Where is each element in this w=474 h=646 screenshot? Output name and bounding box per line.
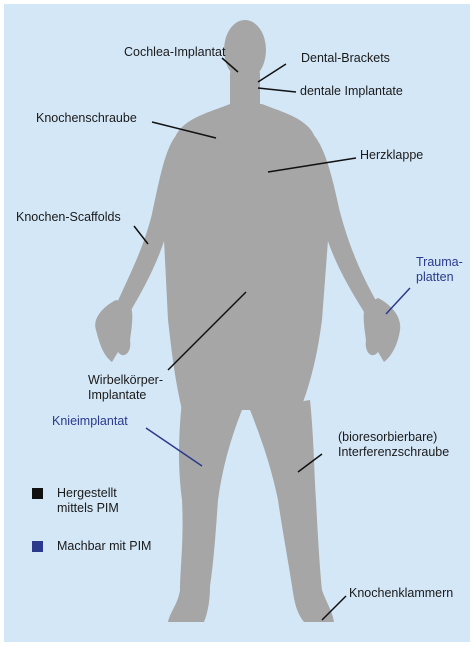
label-trauma-plates: Trauma- platten	[416, 255, 463, 285]
label-bone-screw: Knochenschraube	[36, 111, 137, 126]
leader-dental-implants	[258, 88, 296, 92]
legend-swatch-blue	[32, 541, 43, 552]
legend-item-feasible-with-pim: Machbar mit PIM	[32, 539, 151, 554]
label-dental-implants: dentale Implantate	[300, 84, 403, 99]
label-bone-scaffolds: Knochen-Scaffolds	[16, 210, 121, 225]
label-heart-valve: Herzklappe	[360, 148, 423, 163]
label-interference-screw: (bioresorbierbare) Interferenzschraube	[338, 430, 449, 460]
label-cochlea-implant: Cochlea-Implantat	[124, 45, 225, 60]
right-hand	[364, 298, 401, 362]
torso	[164, 104, 328, 410]
legend-swatch-black	[32, 488, 43, 499]
left-leg	[168, 400, 242, 622]
leader-trauma-plates	[386, 288, 410, 314]
label-bone-staples: Knochenklammern	[349, 586, 453, 601]
label-dental-brackets: Dental-Brackets	[301, 51, 390, 66]
human-silhouette	[95, 20, 400, 622]
label-knee-implant: Knieimplantat	[52, 414, 128, 429]
legend-label-feasible-with-pim: Machbar mit PIM	[57, 539, 151, 554]
label-vertebral-implants: Wirbelkörper- Implantate	[88, 373, 163, 403]
legend-label-made-with-pim: Hergestellt mittels PIM	[57, 486, 119, 516]
right-leg	[250, 400, 334, 622]
legend-item-made-with-pim: Hergestellt mittels PIM	[32, 486, 119, 516]
left-hand	[95, 300, 132, 362]
